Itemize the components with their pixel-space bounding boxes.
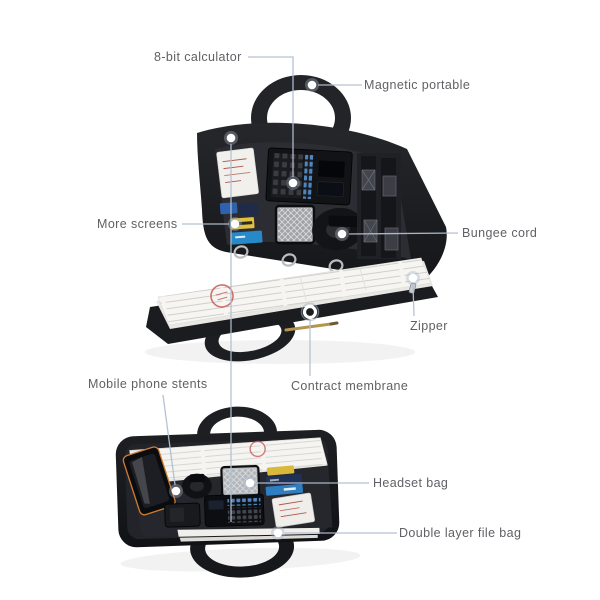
shadow (120, 547, 361, 572)
callout-dot-phone-stents (169, 484, 183, 498)
leader-calculator (248, 56, 294, 177)
strap-panel (357, 153, 401, 259)
callout-dot-bungee (335, 227, 349, 241)
elastic-cord-holder (312, 207, 364, 251)
callout-dot-screens (228, 217, 242, 231)
callout-label-calculator: 8-bit calculator (154, 50, 242, 64)
callout-dot-file-bag (271, 526, 285, 540)
callout-dot-top-edge (224, 131, 238, 145)
callout-label-screens: More screens (97, 217, 178, 231)
leader-bungee (348, 232, 459, 235)
callout-dot-magnetic (305, 78, 319, 92)
leader-zipper (412, 284, 415, 317)
callout-label-magnetic: Magnetic portable (364, 78, 471, 92)
front-file-slot (177, 527, 320, 542)
callout-label-phone-stents: Mobile phone stents (88, 377, 208, 391)
callout-label-headset: Headset bag (373, 476, 449, 490)
red-stamp (249, 440, 266, 458)
accessory-slot-inner (169, 507, 185, 523)
mesh-pocket (274, 204, 316, 245)
callout-dot-zipper (406, 271, 420, 285)
callout-label-contract: Contract membrane (291, 379, 409, 393)
notepad-bottom (271, 492, 315, 528)
leader-lines (162, 56, 459, 534)
portfolio-open-bottom-view (115, 406, 361, 578)
ring-holder (181, 473, 212, 499)
pen (284, 321, 339, 332)
calculator (265, 147, 353, 206)
callout-dot-headset (243, 476, 257, 490)
leader-phone-stents (162, 394, 176, 486)
calculator-bottom (204, 493, 265, 528)
callout-label-file-bag: Double layer file bag (399, 526, 522, 540)
red-stamp (210, 284, 234, 308)
callout-label-bungee: Bungee cord (462, 226, 538, 240)
callout-dots (169, 78, 420, 540)
callout-ring-contract (300, 302, 320, 322)
callout-label-zipper: Zipper (410, 319, 448, 333)
notepad (216, 147, 259, 199)
document-sleeve (157, 257, 432, 326)
portfolio-open-top-view (145, 75, 447, 364)
callout-dot-calculator (286, 176, 300, 190)
